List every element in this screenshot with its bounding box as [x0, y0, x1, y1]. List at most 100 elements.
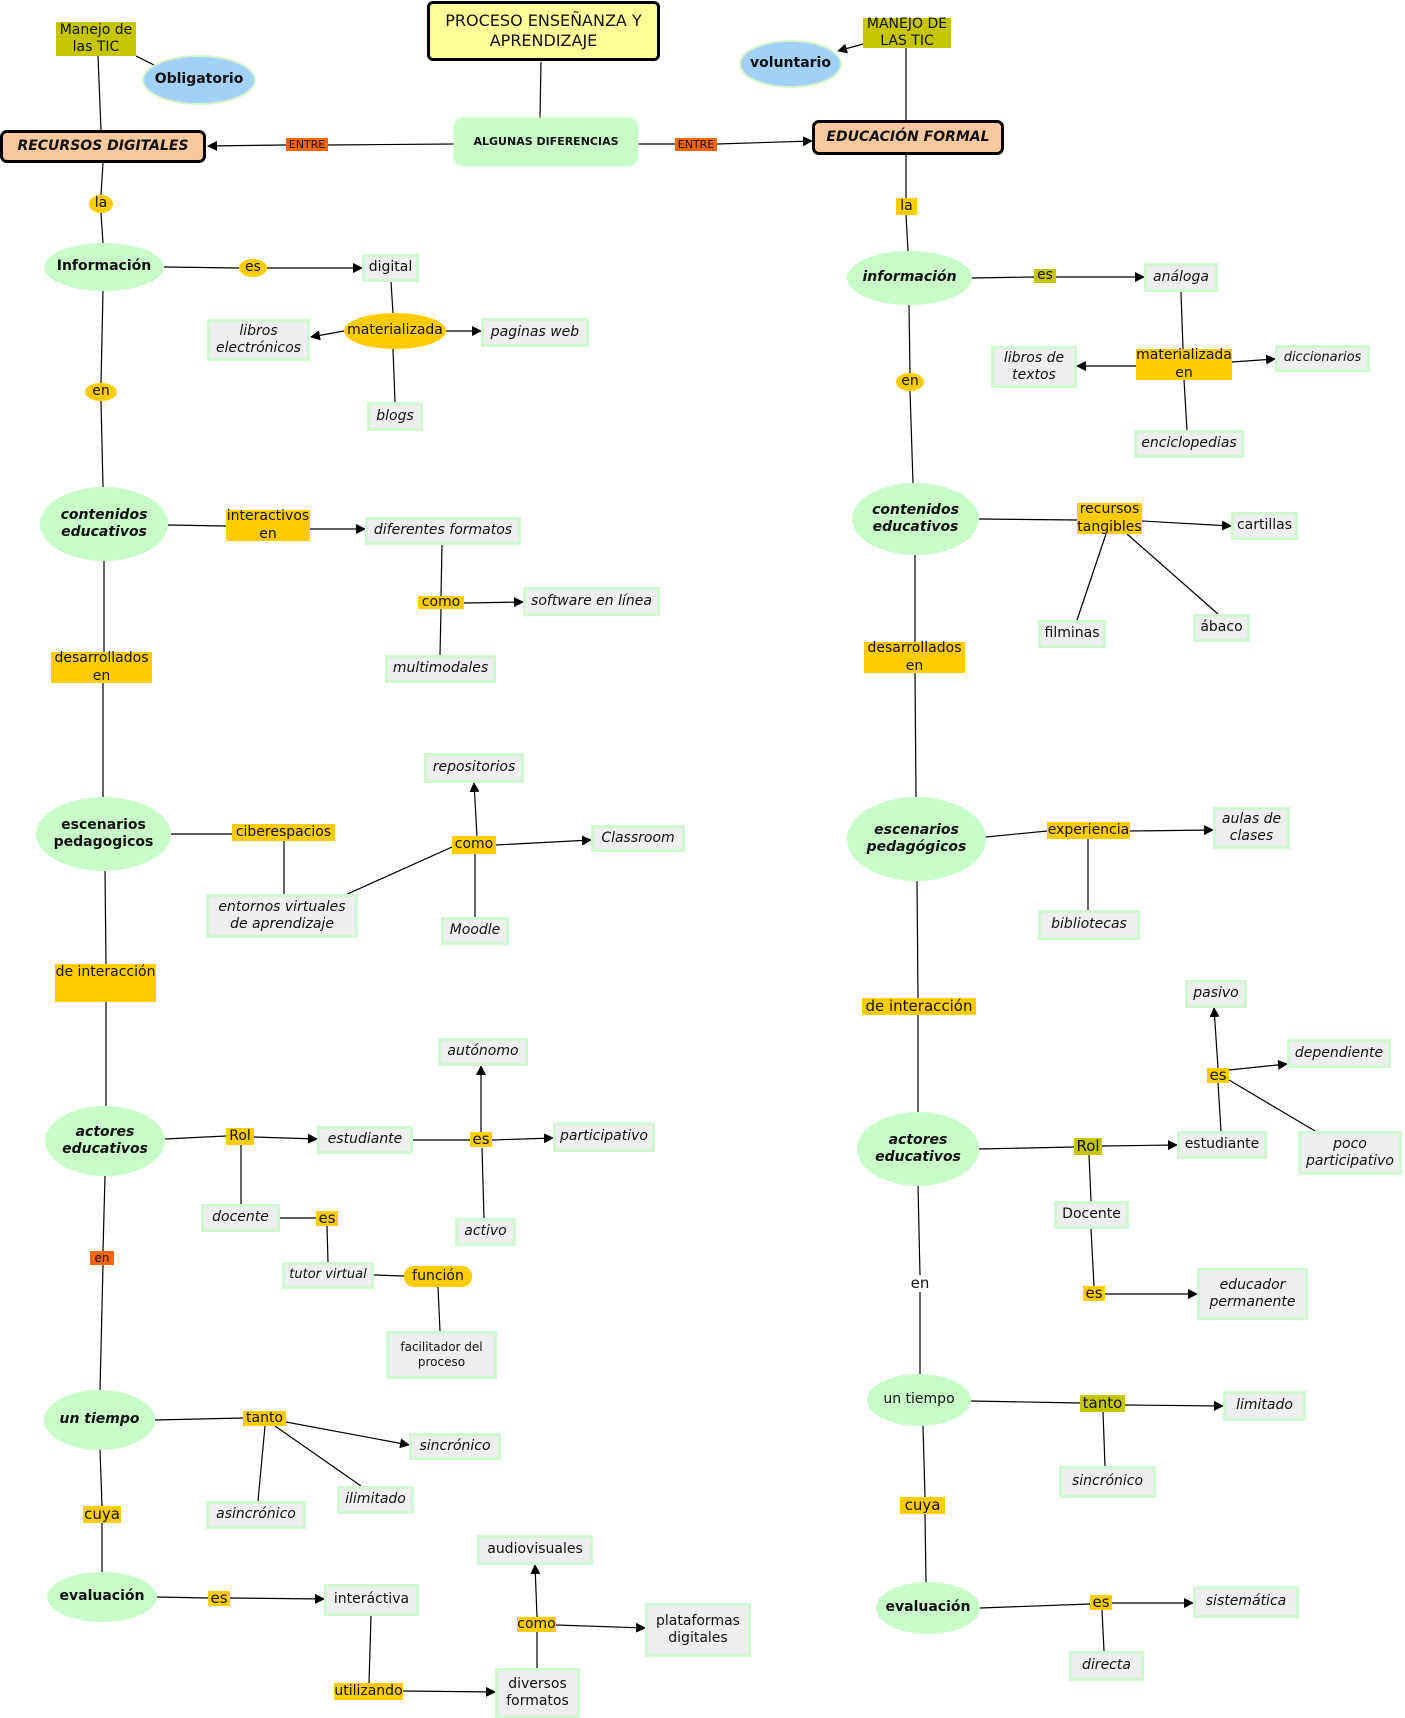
connector-line: [970, 1400, 1081, 1404]
connector-line: [979, 1603, 1091, 1609]
left-sincronico: sincrónico: [409, 1433, 501, 1460]
connector-line: [274, 1425, 362, 1487]
left-actores: actores educativos: [45, 1106, 165, 1176]
left-rol: Rol: [226, 1128, 254, 1145]
connector-line: [437, 1286, 441, 1332]
left-est-es: es: [470, 1130, 492, 1148]
right-poco: poco participativo: [1298, 1131, 1402, 1175]
connector-line: [978, 1146, 1075, 1150]
left-interactivos: interactivos en: [226, 508, 310, 542]
right-contenidos: contenidos educativos: [852, 483, 979, 555]
connector-line: [326, 1225, 329, 1263]
connector-line: [99, 1449, 103, 1507]
right-pasivo: pasivo: [1185, 980, 1247, 1008]
left-diversos: diversos formatos: [495, 1668, 580, 1718]
left-escenarios: escenarios pedagogicos: [36, 797, 171, 871]
left-activo: activo: [455, 1218, 516, 1246]
connector-line: [1101, 1140, 1178, 1151]
right-root-node: EDUCACIÓN FORMAL: [812, 120, 1004, 155]
connector-line: [539, 61, 542, 119]
connector-line: [1183, 379, 1188, 431]
right-limitado: limitado: [1223, 1391, 1306, 1421]
left-facilitador: facilitador del proceso: [386, 1331, 497, 1379]
left-desarrollados: desarrollados en: [51, 650, 152, 684]
connector-line: [491, 1133, 554, 1144]
connector-line: [463, 597, 524, 608]
right-analoga: análoga: [1144, 263, 1218, 292]
left-plataformas: plataformas digitales: [645, 1603, 751, 1657]
connector-line: [327, 143, 455, 146]
connector-line: [971, 276, 1035, 279]
left-info-node: Información: [44, 243, 164, 291]
connector-line: [978, 518, 1078, 521]
left-formatos: diferentes formatos: [365, 517, 521, 545]
left-ciberespacios: ciberespacios: [232, 824, 335, 841]
right-estudiante: estudiante: [1177, 1131, 1267, 1159]
right-en1: en: [896, 373, 924, 391]
connector-line: [909, 390, 914, 484]
connector-line: [481, 1147, 485, 1219]
right-diccionarios: diccionarios: [1275, 345, 1370, 372]
connector-line: [104, 870, 107, 965]
connector-line: [100, 162, 104, 196]
connector-line: [1126, 533, 1219, 615]
connector-line: [916, 880, 919, 999]
connector-line: [495, 835, 592, 846]
right-est-es: es: [1207, 1066, 1229, 1084]
left-software: software en línea: [523, 587, 660, 616]
left-interaccion: de interacción: [55, 964, 156, 1002]
left-autonomo: autónomo: [438, 1038, 528, 1066]
connector-line: [392, 348, 396, 403]
left-ilimitado: ilimitado: [337, 1486, 414, 1514]
connector-line: [1209, 1007, 1220, 1069]
connector-line: [716, 136, 813, 147]
connector-line: [167, 524, 227, 527]
right-actores: actores educativos: [857, 1112, 979, 1186]
right-dependiente: dependiente: [1287, 1039, 1391, 1068]
right-tiempo: un tiempo: [867, 1374, 971, 1426]
right-sincronico: sincrónico: [1059, 1466, 1156, 1498]
right-en2: en: [910, 1274, 930, 1293]
left-paginas: paginas web: [481, 318, 589, 347]
connector-line: [1129, 825, 1214, 836]
connector-line: [1141, 520, 1232, 531]
connector-line: [555, 1622, 646, 1633]
right-info-node: información: [847, 251, 972, 305]
connector-line: [917, 1185, 921, 1276]
connector-line: [100, 212, 104, 244]
connector-line: [439, 608, 442, 656]
right-info-es: es: [1034, 267, 1056, 283]
connector-line: [373, 1274, 405, 1277]
connector-line: [837, 43, 864, 54]
connector-line: [1102, 1411, 1106, 1467]
connector-line: [1217, 1082, 1222, 1132]
right-docente: Docente: [1054, 1201, 1129, 1229]
connector-line: [1076, 533, 1107, 621]
right-tic-node: MANEJO DE LAS TIC: [863, 16, 951, 49]
left-eval-es: es: [208, 1589, 230, 1607]
connector-line: [924, 1513, 927, 1583]
right-desarrollados: desarrollados en: [864, 640, 965, 674]
right-escenarios: escenarios pedagógicos: [847, 797, 986, 881]
left-interactiva: interáctiva: [324, 1584, 419, 1616]
left-moodle: Moodle: [441, 917, 509, 945]
connector-line: [229, 1593, 325, 1604]
right-materializada: materializada en: [1136, 347, 1232, 381]
left-la-link: la: [89, 195, 113, 213]
left-digital: digital: [362, 254, 419, 282]
left-asincronico: asincrónico: [206, 1501, 306, 1529]
right-filminas: filminas: [1038, 620, 1106, 648]
connector-line: [100, 400, 104, 488]
right-enciclopedias: enciclopedias: [1134, 430, 1244, 458]
connector-line: [368, 1615, 372, 1684]
left-estudiante: estudiante: [317, 1126, 413, 1154]
right-cartillas: cartillas: [1231, 512, 1298, 540]
connector-line: [440, 544, 443, 597]
connector-line: [1180, 291, 1184, 350]
left-audiovisuales: audiovisuales: [477, 1535, 593, 1565]
right-tanto: tanto: [1080, 1394, 1125, 1412]
connector-line: [164, 1135, 227, 1140]
left-como3: como: [517, 1615, 556, 1632]
left-tutor: tutor virtual: [282, 1262, 374, 1289]
